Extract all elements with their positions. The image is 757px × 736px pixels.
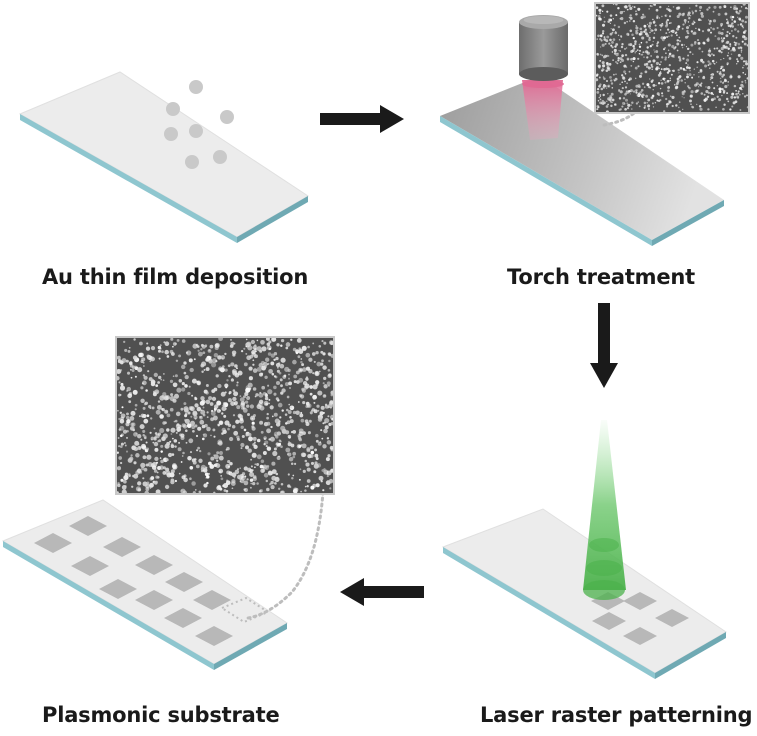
- pattern-square: [195, 626, 233, 646]
- pattern-square: [99, 579, 137, 599]
- sem-particles: [117, 338, 333, 493]
- gold-particle-icon: [189, 80, 203, 94]
- pattern-squares: [34, 516, 233, 646]
- pattern-square: [592, 612, 626, 630]
- slide-side-edge: [20, 114, 237, 243]
- sem-particles: [596, 4, 748, 112]
- step-label-plasmonic: Plasmonic substrate: [42, 703, 280, 727]
- gold-particle-icon: [166, 102, 180, 116]
- step-label-laser: Laser raster patterning: [480, 703, 753, 727]
- pattern-square: [193, 590, 231, 610]
- torch-glow: [522, 80, 564, 140]
- pattern-square: [135, 555, 173, 575]
- step-label-torch: Torch treatment: [507, 265, 695, 289]
- slide-side-edge: [440, 116, 652, 246]
- slide-torch: [440, 76, 724, 246]
- highlight-outline: [219, 596, 271, 624]
- gold-particle-icon: [189, 124, 203, 138]
- pattern-square: [69, 516, 107, 536]
- slide-side-edge: [237, 196, 308, 243]
- pattern-square: [165, 572, 203, 592]
- slide-laser: [441, 508, 727, 679]
- pattern-square: [71, 556, 109, 576]
- slide-side-edge: [652, 200, 724, 246]
- slide-side-edge: [655, 632, 726, 679]
- pattern-square: [623, 627, 657, 645]
- slide-side-edge: [214, 623, 287, 670]
- slide-top-surface: [18, 71, 309, 238]
- pattern-square: [655, 609, 689, 627]
- slide-side-edge: [443, 547, 655, 679]
- sem-image-torch: [594, 2, 750, 114]
- gold-particle-icon: [164, 127, 178, 141]
- pattern-square: [135, 590, 173, 610]
- arrow-right-icon: [320, 105, 404, 133]
- slide-side-edge: [3, 541, 214, 670]
- pattern-square: [34, 533, 72, 553]
- slide-top-surface: [1, 499, 288, 665]
- pattern-square: [164, 608, 202, 628]
- arrow-left-icon: [340, 578, 424, 606]
- slide-top-surface: [440, 76, 724, 240]
- gold-particle-icon: [220, 110, 234, 124]
- step-label-deposition: Au thin film deposition: [42, 265, 309, 289]
- gold-particle-icon: [185, 155, 199, 169]
- gold-particles: [164, 80, 234, 169]
- dotted-connector: [246, 490, 325, 620]
- slide-plasmonic: [1, 499, 288, 670]
- pattern-square: [623, 592, 657, 610]
- pattern-square: [103, 537, 141, 557]
- slide-deposition: [18, 71, 309, 243]
- torch-head-icon: [519, 15, 568, 81]
- arrow-down-icon: [590, 303, 618, 388]
- sem-image-plasmonic: [115, 336, 335, 495]
- laser-beam: [583, 420, 626, 600]
- gold-particle-icon: [213, 150, 227, 164]
